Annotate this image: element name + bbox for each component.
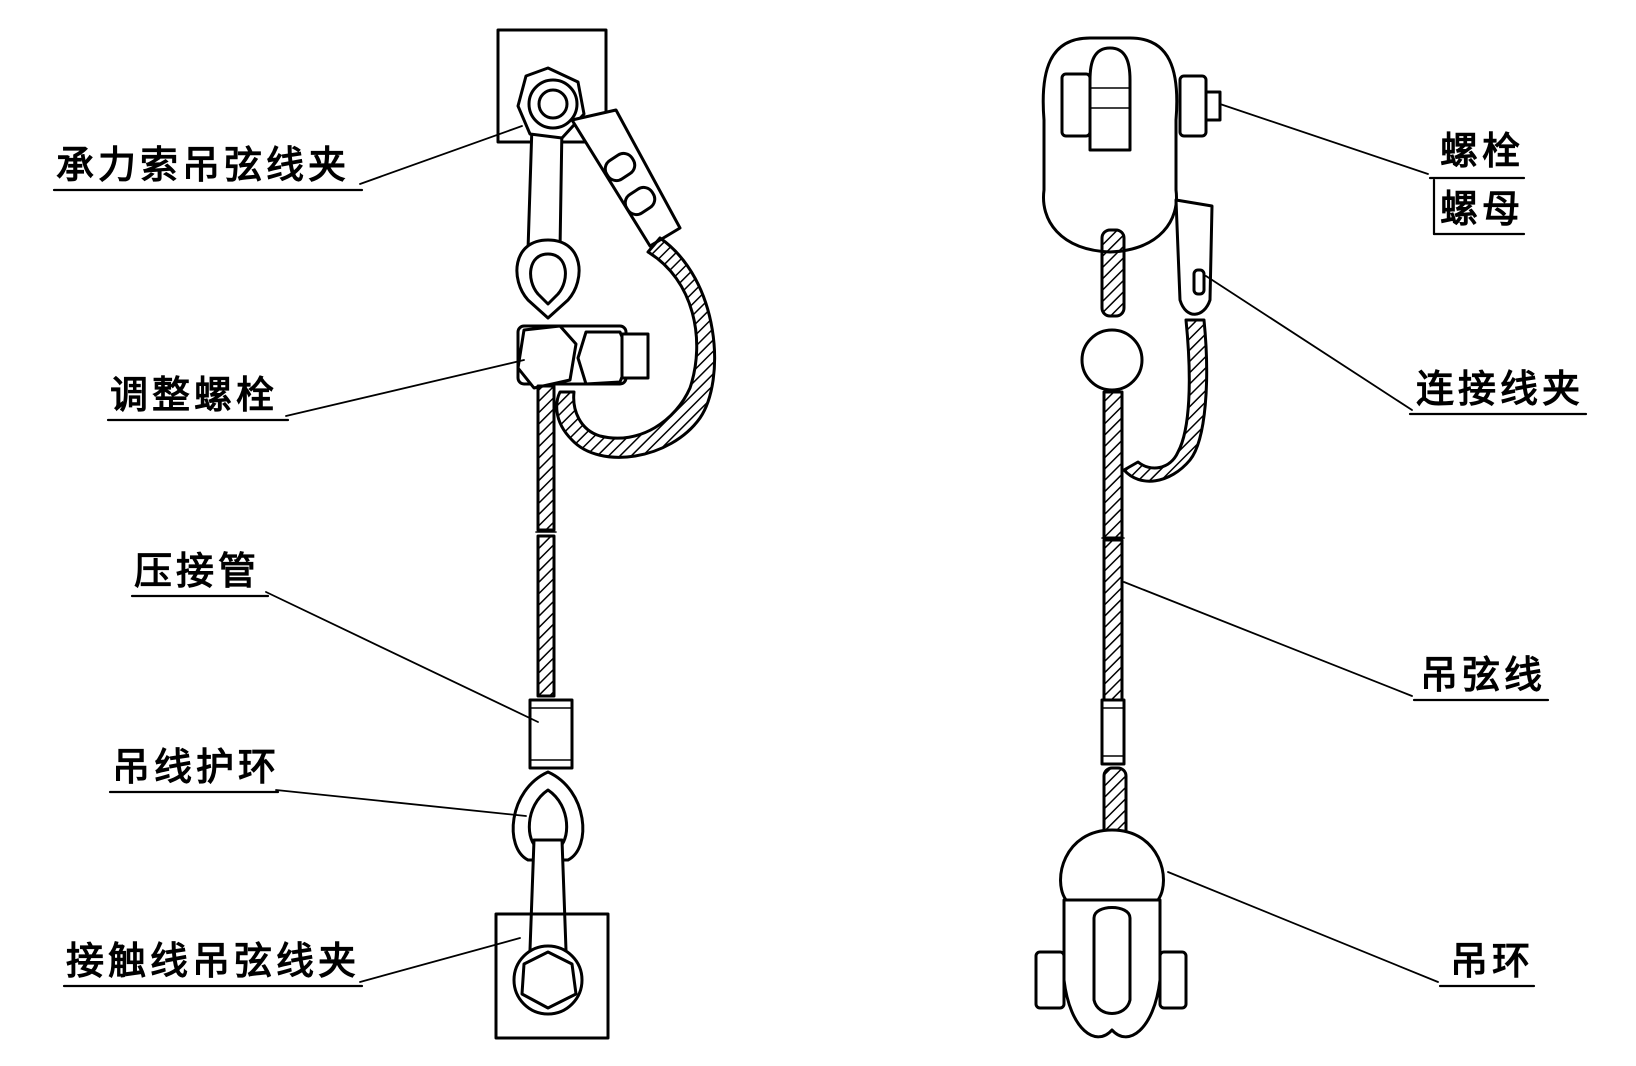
contact-clamp-arm xyxy=(528,838,568,952)
top-clevis-slot xyxy=(1088,46,1132,152)
top-bolt-head xyxy=(1060,72,1092,138)
bottom-nut xyxy=(1158,950,1188,1010)
bottom-eye-outer xyxy=(512,944,584,1016)
right-dropper-wire-mid xyxy=(1102,390,1124,540)
left-dropper-wire-lower xyxy=(536,534,556,698)
ball-crimp xyxy=(1080,328,1144,392)
right-dropper-wire-lower xyxy=(1102,538,1124,702)
label-dropper-wire: 吊弦线 xyxy=(1420,653,1546,697)
leader-lines xyxy=(265,103,1439,983)
bottom-clevis xyxy=(1062,898,1162,1039)
top-nut xyxy=(1178,74,1208,138)
top-bolt-end xyxy=(1204,90,1222,122)
upper-thimble xyxy=(515,238,581,320)
connecting-clamp-body xyxy=(1174,198,1214,316)
bottom-bolt-head xyxy=(1034,950,1066,1010)
upper-thimble-inner xyxy=(529,252,567,306)
small-crimp-tube xyxy=(1100,698,1126,766)
label-adjusting-bolt: 调整螺栓 xyxy=(110,373,278,417)
top-clevis xyxy=(1041,36,1179,254)
jaw-slot-1 xyxy=(603,151,637,183)
jaw-slot-2 xyxy=(623,185,657,217)
left-dropper-wire-upper xyxy=(536,384,556,532)
connecting-clamp-slot xyxy=(1192,268,1206,296)
bottom-ring xyxy=(1059,828,1165,902)
label-bolt: 螺栓 xyxy=(1440,129,1524,173)
label-crimp-sleeve: 压接管 xyxy=(134,549,260,593)
label-nut: 螺母 xyxy=(1440,187,1524,231)
label-dropper-thimble: 吊线护环 xyxy=(112,745,280,789)
label-connecting-clamp: 连接线夹 xyxy=(1416,367,1584,411)
top-eye-inner xyxy=(537,88,569,120)
adjusting-bolt-end xyxy=(620,332,650,380)
left-dropper-assembly xyxy=(494,28,717,1040)
labels: 承力索吊弦线夹 调整螺栓 压接管 吊线护环 接触线吊弦线夹 螺栓 螺母 连接线夹… xyxy=(52,129,1588,988)
crimp-sleeve xyxy=(528,698,574,770)
contact-clamp-plate xyxy=(494,912,610,1040)
messenger-clamp-arm xyxy=(526,123,564,252)
bottom-clevis-slot xyxy=(1092,906,1132,1015)
bottom-hex xyxy=(520,950,578,1010)
top-eye-outer xyxy=(527,78,579,130)
right-dropper-assembly xyxy=(1034,36,1222,1039)
right-dropper-wire-top xyxy=(1100,228,1126,318)
adjusting-bolt-hexnut xyxy=(516,324,578,390)
return-loop-wire xyxy=(555,236,717,459)
label-dropper-ring: 吊环 xyxy=(1450,939,1534,983)
side-loop-wire xyxy=(1122,318,1209,483)
label-messenger-dropper-clamp: 承力索吊弦线夹 xyxy=(56,143,350,187)
adjusting-bolt-hexnut-2 xyxy=(576,330,632,386)
label-contact-wire-dropper-clamp: 接触线吊弦线夹 xyxy=(66,939,360,983)
